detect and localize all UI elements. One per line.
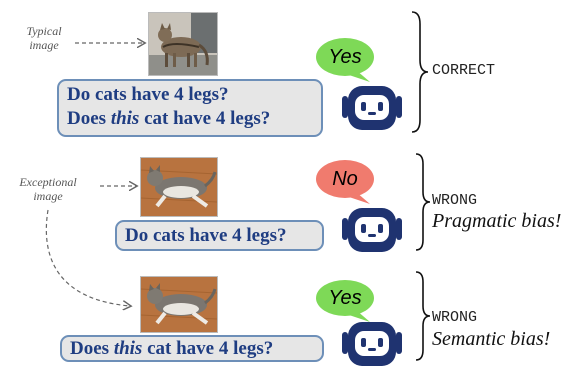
robot-icon bbox=[342, 322, 402, 366]
answer-bubble-yes: Yes bbox=[316, 280, 374, 322]
question-part: cat have 4 legs? bbox=[139, 108, 271, 129]
question-general: Do cats have 4 legs? bbox=[125, 225, 287, 246]
robot-icon bbox=[342, 208, 402, 252]
answer-text: No bbox=[332, 167, 358, 190]
cat-lying-icon bbox=[141, 158, 217, 216]
curly-brace-icon bbox=[411, 11, 429, 133]
curly-brace-icon bbox=[415, 153, 431, 251]
question-box-3: Does this cat have 4 legs? bbox=[60, 335, 324, 362]
typical-cat-image bbox=[148, 12, 218, 76]
question-specific: Does this cat have 4 legs? bbox=[67, 107, 313, 131]
question-emphasis: this bbox=[113, 338, 143, 359]
question-specific: Does this cat have 4 legs? bbox=[70, 337, 314, 360]
dashed-arrow-icon bbox=[45, 0, 587, 363]
typical-image-annotation: Typical image bbox=[14, 24, 74, 52]
speech-bubble-icon bbox=[316, 160, 374, 204]
annotation-line: Typical bbox=[26, 24, 62, 38]
verdict-correct: CORRECT bbox=[432, 62, 496, 79]
verdict-wrong: WRONG bbox=[432, 309, 478, 326]
annotation-line: Exceptional bbox=[19, 175, 77, 189]
answer-bubble-no: No bbox=[316, 160, 374, 204]
robot-icon bbox=[342, 86, 402, 130]
annotation-line: image bbox=[29, 38, 59, 52]
answer-bubble-yes: Yes bbox=[316, 38, 374, 82]
cat-standing-icon bbox=[149, 13, 217, 75]
exceptional-cat-image-2 bbox=[140, 276, 218, 333]
question-part: cat have 4 legs? bbox=[142, 338, 274, 359]
question-part: Does bbox=[67, 108, 111, 129]
curly-brace-icon bbox=[415, 271, 431, 361]
question-box-1: Do cats have 4 legs? Does this cat have … bbox=[57, 79, 323, 137]
question-emphasis: this bbox=[110, 108, 140, 129]
pragmatic-bias-label: Pragmatic bias! bbox=[432, 210, 562, 232]
answer-text: Yes bbox=[328, 286, 362, 309]
question-general: Do cats have 4 legs? bbox=[67, 84, 229, 105]
cat-lying-icon bbox=[141, 277, 217, 332]
speech-bubble-icon bbox=[316, 38, 374, 82]
speech-bubble-icon bbox=[316, 280, 374, 322]
exceptional-cat-image-1 bbox=[140, 157, 218, 217]
semantic-bias-label: Semantic bias! bbox=[432, 328, 551, 350]
verdict-wrong: WRONG bbox=[432, 192, 478, 209]
question-part: Does bbox=[70, 338, 114, 359]
annotation-line: image bbox=[33, 189, 63, 203]
answer-text: Yes bbox=[328, 45, 362, 68]
question-box-2: Do cats have 4 legs? bbox=[115, 220, 324, 251]
exceptional-image-annotation: Exceptional image bbox=[6, 175, 90, 203]
